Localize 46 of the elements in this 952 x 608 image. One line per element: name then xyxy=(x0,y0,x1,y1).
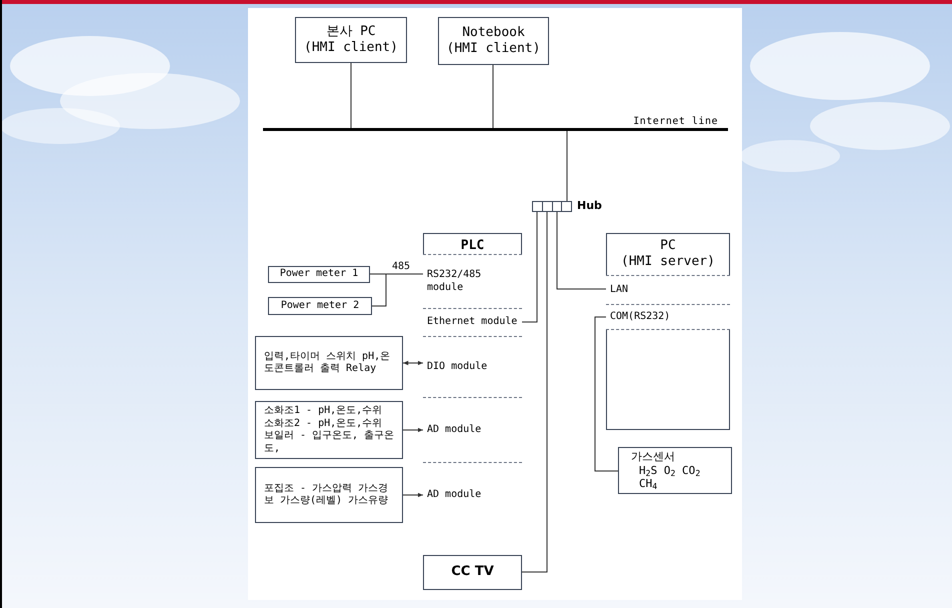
connector-line xyxy=(402,492,424,498)
device-box xyxy=(438,17,549,65)
connector-line xyxy=(522,212,548,572)
node-label: 가스센서 xyxy=(630,450,676,464)
camera-box xyxy=(423,555,522,590)
node-label: PC xyxy=(659,238,677,254)
meter-box xyxy=(268,266,370,283)
node-label: 포집조 - 가스압력 가스경보 가스량(레벨) 가스유량 xyxy=(264,482,390,508)
signal-list-box xyxy=(255,336,403,390)
node-label: Power meter 1 xyxy=(280,268,358,281)
connector-line xyxy=(522,212,538,322)
node-label: H$_{2}$S O$_{2}$ CO$_{2}$ CH$_{4}$ xyxy=(638,464,702,492)
node-label: LAN xyxy=(610,284,628,296)
node-label: Ethernet module xyxy=(427,316,518,329)
connector-line xyxy=(402,428,424,432)
connector-line xyxy=(372,274,424,306)
node-label: (HMI server) xyxy=(620,254,716,270)
connector-line xyxy=(566,130,568,202)
connector-line xyxy=(350,62,352,128)
node-label: Power meter 2 xyxy=(280,300,360,312)
node-label: 본사 PC xyxy=(325,24,377,40)
connector-line xyxy=(594,316,618,472)
signal-list-box xyxy=(255,401,403,459)
node-label: DIO module xyxy=(427,360,488,374)
edge-label: 485 xyxy=(391,262,412,272)
node-label: PLC xyxy=(460,238,486,254)
node-label: 소화조1 - pH,온도,수위 소화조2 - pH,온도,수위 보일러 - 입구온도, 출구온도, xyxy=(264,405,396,455)
meter-box xyxy=(268,297,372,315)
device-box xyxy=(295,17,407,63)
connector-line xyxy=(492,64,494,128)
node-label: (HMI client) xyxy=(446,41,542,58)
device-panel xyxy=(606,233,730,430)
connector-line xyxy=(556,212,606,290)
node-label: RS232/485 module xyxy=(427,269,482,294)
signal-list-box xyxy=(255,467,403,523)
node-label: AD module xyxy=(427,424,482,436)
node-label: AD module xyxy=(427,488,482,502)
node-label: (HMI client) xyxy=(303,40,399,56)
connector-line xyxy=(402,360,424,366)
device-label: Hub xyxy=(577,198,602,214)
sensor-box xyxy=(618,447,732,494)
node-label: Notebook xyxy=(461,24,526,41)
device-label: Internet line xyxy=(633,115,718,129)
node-label: COM(RS232) xyxy=(610,310,670,324)
node-label: CC TV xyxy=(451,564,494,581)
node-label: 입력,타이머 스위치 pH,온도콘트롤러 출력 Relay xyxy=(264,350,392,376)
